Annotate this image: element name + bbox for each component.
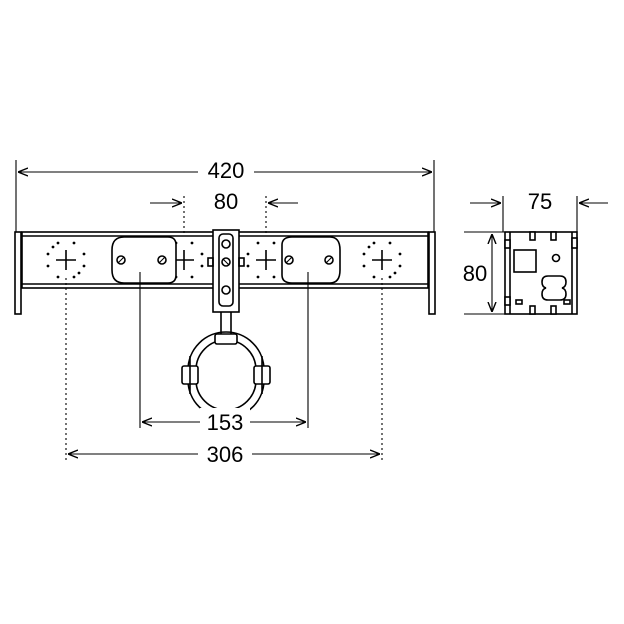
mounting-hole-pattern-3 <box>246 241 286 279</box>
center-hanger-bracket <box>207 229 245 340</box>
side-view: 75 80 <box>463 189 608 315</box>
clamp-plate-left <box>111 236 177 284</box>
front-view: 420 80 <box>14 156 436 467</box>
dimension-label-153: 153 <box>207 410 244 435</box>
pipe-clamp <box>181 331 271 419</box>
dimension-side-depth: 75 <box>470 189 608 232</box>
dimension-total-length: 420 <box>15 156 435 232</box>
dimension-label-306: 306 <box>207 442 244 467</box>
mounting-hole-pattern-1 <box>46 241 86 279</box>
dimension-inner-spacing: 153 <box>139 272 309 435</box>
dimension-side-height: 80 <box>463 231 506 315</box>
dimension-label-80-top: 80 <box>214 189 238 214</box>
clamp-plate-right <box>281 236 341 284</box>
dimension-label-75: 75 <box>528 189 552 214</box>
dimension-label-420: 420 <box>208 158 245 183</box>
mounting-hole-pattern-4 <box>362 241 402 279</box>
dimension-outer-spacing: 306 <box>65 278 383 467</box>
channel-profile <box>504 231 578 315</box>
dimension-label-80-side: 80 <box>463 261 487 286</box>
dimension-center-gap: 80 <box>150 189 298 234</box>
